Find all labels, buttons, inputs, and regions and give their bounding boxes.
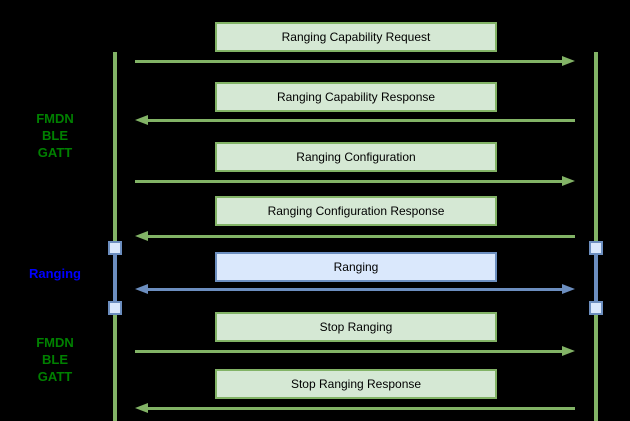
- label-line: BLE: [42, 352, 68, 367]
- ranging-segment-left: [113, 247, 117, 310]
- arrow-shaft: [135, 60, 564, 63]
- arrow-shaft: [135, 350, 564, 353]
- lifeline-left: [113, 52, 117, 421]
- label-line: BLE: [42, 128, 68, 143]
- arrowhead-right-icon: [562, 284, 575, 294]
- label-line: GATT: [37, 145, 73, 160]
- arrow-ranging-bidirectional: [135, 284, 575, 296]
- arrow-shaft: [146, 288, 564, 291]
- arrow-ranging-capability-response: [135, 115, 575, 127]
- arrow-ranging-capability-request: [135, 56, 575, 68]
- endpoint-handle: [589, 301, 603, 315]
- label-line: GATT: [37, 369, 73, 384]
- arrowhead-right-icon: [562, 56, 575, 66]
- arrowhead-left-icon: [135, 231, 148, 241]
- message-box-ranging: Ranging: [215, 252, 497, 282]
- arrowhead-left-icon: [135, 284, 148, 294]
- arrow-ranging-configuration-response: [135, 231, 575, 243]
- arrow-stop-ranging-response: [135, 403, 575, 415]
- message-box-ranging-capability-request: Ranging Capability Request: [215, 22, 497, 52]
- message-box-stop-ranging-response: Stop Ranging Response: [215, 369, 497, 399]
- label-fmdn-ble-gatt-bottom: FMDN BLE GATT: [0, 334, 110, 385]
- arrowhead-right-icon: [562, 346, 575, 356]
- ranging-segment-right: [594, 247, 598, 310]
- arrow-ranging-configuration: [135, 176, 575, 188]
- arrow-shaft: [146, 407, 575, 410]
- lifeline-right: [594, 52, 598, 421]
- arrow-shaft: [146, 235, 575, 238]
- message-box-stop-ranging: Stop Ranging: [215, 312, 497, 342]
- label-line: FMDN: [36, 111, 74, 126]
- endpoint-handle: [108, 301, 122, 315]
- arrow-shaft: [135, 180, 564, 183]
- arrow-shaft: [146, 119, 575, 122]
- endpoint-handle: [108, 241, 122, 255]
- label-line: FMDN: [36, 335, 74, 350]
- arrowhead-left-icon: [135, 403, 148, 413]
- arrowhead-left-icon: [135, 115, 148, 125]
- arrow-stop-ranging: [135, 346, 575, 358]
- endpoint-handle: [589, 241, 603, 255]
- arrowhead-right-icon: [562, 176, 575, 186]
- label-fmdn-ble-gatt-top: FMDN BLE GATT: [0, 110, 110, 161]
- label-ranging: Ranging: [29, 266, 81, 281]
- message-box-ranging-capability-response: Ranging Capability Response: [215, 82, 497, 112]
- message-box-ranging-configuration: Ranging Configuration: [215, 142, 497, 172]
- message-box-ranging-configuration-response: Ranging Configuration Response: [215, 196, 497, 226]
